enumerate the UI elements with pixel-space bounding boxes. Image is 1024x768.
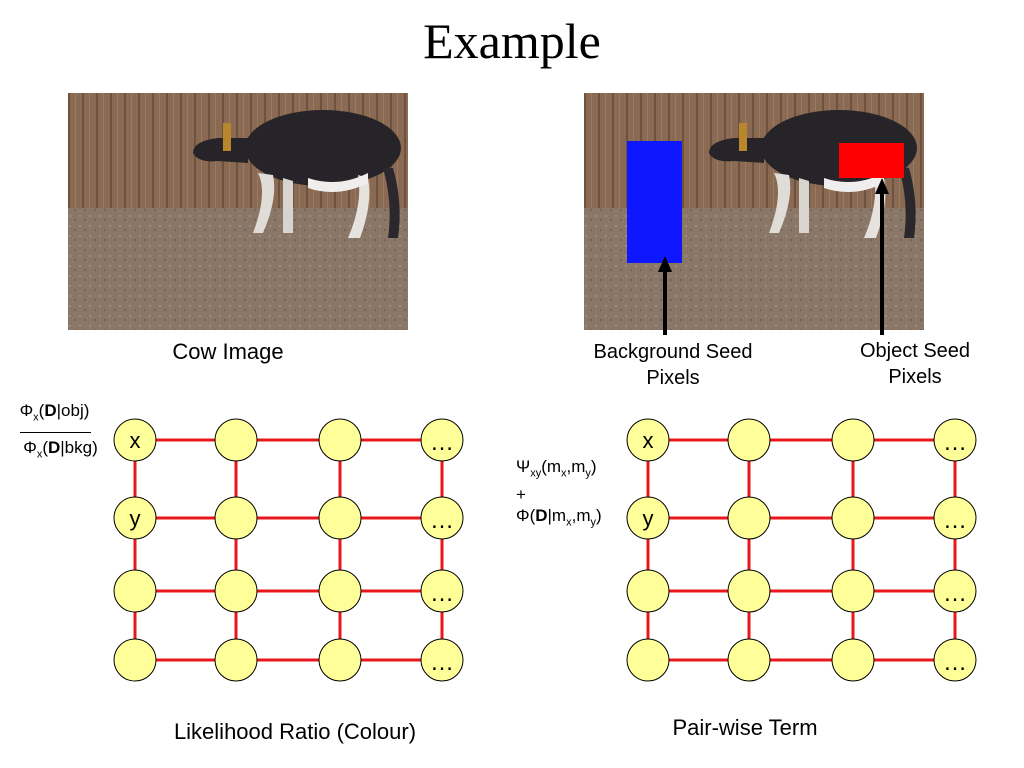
node-y-label: y (643, 506, 654, 531)
grid-node (420, 418, 464, 462)
grid-node (626, 638, 670, 682)
object-seed-region (839, 143, 904, 178)
pairwise-psi-term: Ψxy(mx,my) (516, 457, 597, 480)
grid-node (420, 496, 464, 540)
grid-node (318, 569, 362, 613)
grid-node (420, 569, 464, 613)
cow-image (68, 93, 408, 330)
node-x-label: x (643, 428, 654, 453)
grid-node (214, 418, 258, 462)
node-y-label: y (130, 506, 141, 531)
seed-image (584, 93, 924, 330)
likelihood-ratio-formula: Φx(D|obj) Φx(D|bkg) (8, 400, 113, 466)
background-seed-region (627, 141, 682, 263)
grid-node (113, 569, 157, 613)
grid-node (727, 496, 771, 540)
likelihood-grid: x … y … … … (113, 418, 464, 682)
node-ellipsis-label: … (430, 429, 454, 456)
grid-node (214, 569, 258, 613)
node-ellipsis-label: … (430, 649, 454, 676)
grid-node (933, 638, 977, 682)
cow-image-caption: Cow Image (172, 339, 284, 364)
grid-node (113, 638, 157, 682)
grid-node (933, 496, 977, 540)
grid-node (318, 418, 362, 462)
node-ellipsis-label: … (943, 429, 967, 456)
node-x-label: x (130, 428, 141, 453)
grid-node (626, 418, 670, 462)
pairwise-grid-caption: Pair-wise Term (672, 715, 818, 740)
pairwise-grid: x … y … … … (626, 418, 977, 682)
slide-title: Example (423, 13, 601, 69)
node-ellipsis-label: … (430, 580, 454, 607)
grid-node (214, 496, 258, 540)
pairwise-plus: + (516, 485, 526, 505)
grid-node (933, 418, 977, 462)
grid-node (831, 418, 875, 462)
grid-node (727, 638, 771, 682)
pairwise-formula: Ψxy(mx,my) + Φ(D|mx,my) (516, 456, 626, 534)
grid-node (113, 418, 157, 462)
grid-node (831, 496, 875, 540)
node-ellipsis-label: … (943, 507, 967, 534)
node-ellipsis-label: … (943, 580, 967, 607)
grid-node (831, 569, 875, 613)
node-ellipsis-label: … (430, 507, 454, 534)
grid-node (214, 638, 258, 682)
node-ellipsis-label: … (943, 649, 967, 676)
object-seed-label: Object Seed Pixels (859, 340, 971, 388)
grid-node (831, 638, 875, 682)
likelihood-grid-caption: Likelihood Ratio (Colour) (173, 719, 417, 744)
grid-node (626, 496, 670, 540)
grid-node (933, 569, 977, 613)
grid-node (626, 569, 670, 613)
ratio-fraction-bar (20, 432, 91, 434)
grid-node (727, 418, 771, 462)
cow-photo (68, 93, 408, 330)
ratio-numerator: Φx(D|obj) (19, 401, 90, 424)
pairwise-phi-term: Φ(D|mx,my) (516, 506, 602, 529)
grid-node (318, 638, 362, 682)
ratio-denominator: Φx(D|bkg) (23, 438, 98, 461)
grid-node (727, 569, 771, 613)
grid-node (420, 638, 464, 682)
background-seed-label: Background Seed Pixels (593, 341, 753, 389)
grid-node (318, 496, 362, 540)
grid-node (113, 496, 157, 540)
